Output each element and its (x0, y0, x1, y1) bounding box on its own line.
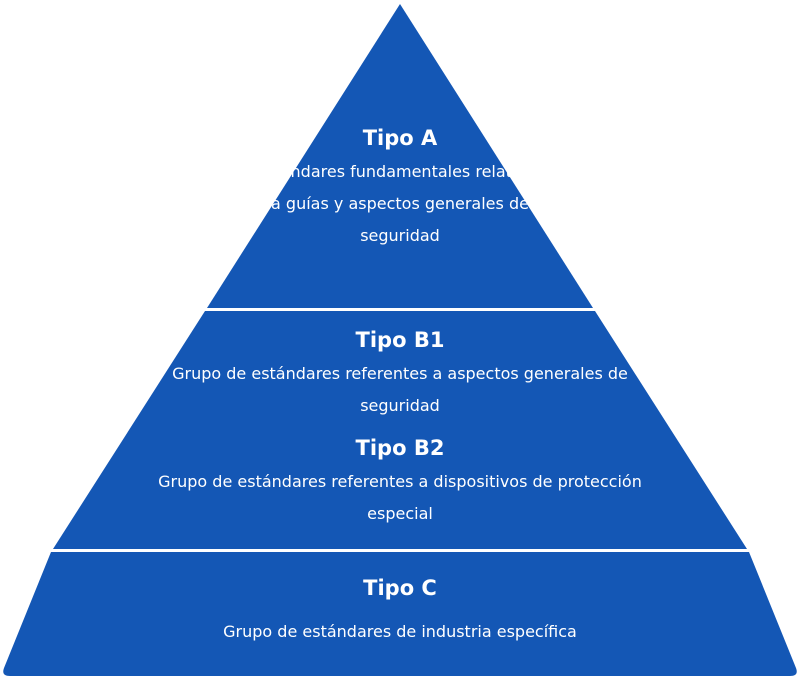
tier-b1-title: Tipo B1 (355, 328, 445, 352)
tier-c-shape (3, 552, 797, 676)
tier-b2-description: Grupo de estándares referentes a disposi… (158, 472, 642, 523)
tier-c-description: Grupo de estándares de industria específ… (223, 622, 577, 641)
tier-b1-description: Grupo de estándares referentes a aspecto… (172, 364, 628, 415)
tier-a-label: Tipo A Estándares fundamentales relativo… (0, 124, 800, 252)
tier-a-title: Tipo A (362, 126, 438, 150)
tier-b-shape (53, 311, 747, 549)
tier-b2-label: Tipo B2 Grupo de estándares referentes a… (0, 434, 800, 530)
tier-b2-title: Tipo B2 (355, 436, 445, 460)
tier-c-title: Tipo C (363, 576, 437, 600)
tier-a-shape (207, 4, 593, 308)
tier-a-description: Estándares fundamentales relativos a guí… (256, 162, 544, 245)
tier-c-label: Tipo C Grupo de estándares de industria … (0, 574, 800, 648)
tier-b1-label: Tipo B1 Grupo de estándares referentes a… (0, 326, 800, 422)
